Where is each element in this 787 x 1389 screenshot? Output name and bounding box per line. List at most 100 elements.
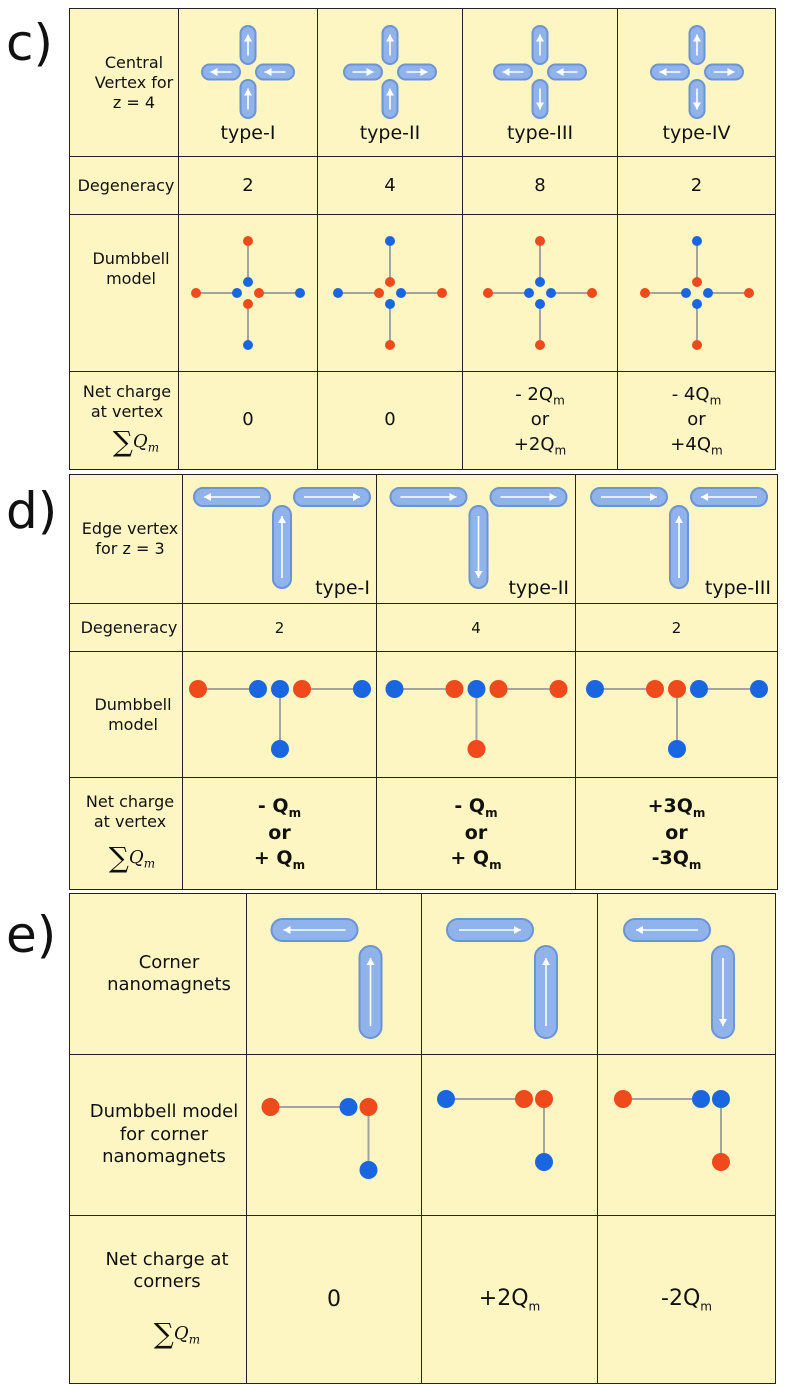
panel-c-table: Central Vertex for z = 4 type-I type-II …	[69, 8, 776, 470]
magnetization-arrowhead	[386, 88, 394, 95]
e-corner-header: Corner nanomagnets	[69, 893, 247, 1055]
d-type-iii-cell: type-III	[575, 474, 778, 604]
c-degeneracy-header: Degeneracy	[69, 156, 179, 215]
charge-line: -2Qm	[661, 1285, 712, 1314]
magnetization-arrowhead	[366, 67, 374, 76]
positive-charge-dot	[191, 288, 201, 298]
d-charge-header: Net charge at vertex ∑Qm	[69, 777, 183, 890]
charge-line: -3Qm	[651, 847, 702, 873]
d-type-i-dumbbell-diagram	[189, 679, 371, 758]
negative-charge-dot	[712, 1090, 730, 1108]
charge-line: or	[268, 821, 291, 844]
negative-charge-dot	[691, 299, 702, 309]
magnetization-arrowhead	[386, 34, 394, 41]
positive-charge-dot	[515, 1090, 533, 1108]
magnetization-arrowhead	[204, 493, 211, 501]
positive-charge-dot	[437, 288, 447, 298]
c-type-ii-cell: type-II	[317, 8, 463, 157]
magnetization-arrowhead	[650, 493, 657, 501]
negative-charge-dot	[692, 1090, 710, 1108]
negative-charge-dot	[396, 288, 406, 298]
positive-charge-dot	[243, 299, 253, 309]
e-net-charge-value: 0	[246, 1215, 422, 1384]
c-charge-header: Net charge at vertex ∑Qm	[69, 371, 179, 470]
d-type-ii-cell: type-II	[376, 474, 576, 604]
charge-line: +4Qm	[670, 433, 723, 458]
magnetization-arrowhead	[353, 493, 360, 501]
e-corner-right-up-icon	[446, 918, 558, 1039]
panel-letter-d: d)	[6, 482, 58, 540]
d-dumbbell-header: Dumbbell model	[69, 651, 183, 778]
c-dumbbell-header: Dumbbell model	[69, 214, 179, 372]
positive-charge-dot	[668, 679, 686, 698]
e-corner-left-up-icon	[270, 918, 383, 1039]
d-degeneracy-value: 2	[182, 603, 377, 652]
d-type-label: type-I	[315, 577, 370, 599]
magnetization-arrowhead	[420, 67, 428, 76]
positive-charge-dot	[385, 277, 395, 287]
negative-charge-dot	[353, 679, 371, 698]
charge-line: or	[687, 409, 706, 431]
c-type-label: type-II	[359, 121, 421, 144]
sum-qm-symbol: ∑Qm	[153, 1316, 201, 1350]
charge-line: - 2Qm	[515, 383, 565, 408]
positive-charge-dot	[549, 679, 568, 698]
c-type-label: type-IV	[662, 121, 731, 144]
c-type-i-vertex-icon	[201, 24, 295, 119]
negative-charge-dot	[243, 277, 253, 287]
sum-qm-symbol: ∑Qm	[112, 425, 160, 458]
charge-line: + Qm	[450, 847, 502, 873]
negative-charge-dot	[535, 277, 545, 287]
d-charge-header-text: Net charge at vertex	[85, 792, 175, 831]
c-net-charge-value: 0	[317, 371, 463, 470]
c-type-iii-dumbbell-diagram	[483, 236, 597, 350]
positive-charge-dot	[445, 679, 464, 698]
magnetization-arrowhead	[210, 67, 218, 76]
charge-line: or	[464, 821, 488, 844]
c-degeneracy-value: 8	[462, 156, 618, 215]
charge-line: or	[665, 821, 688, 844]
c-type-iv-cell: type-IV	[617, 8, 776, 157]
magnetization-arrowhead	[283, 926, 291, 934]
d-degeneracy-header: Degeneracy	[69, 603, 183, 652]
e-corner-left-down-icon	[623, 918, 735, 1039]
positive-charge-dot	[639, 288, 650, 298]
magnetization-arrowhead	[542, 958, 550, 965]
positive-charge-dot	[614, 1090, 632, 1108]
magnetization-arrowhead	[719, 1019, 727, 1026]
positive-charge-dot	[261, 1098, 280, 1116]
negative-charge-dot	[680, 288, 691, 298]
d-type-i-cell: type-I	[182, 474, 377, 604]
c-type-iii-vertex-icon	[493, 24, 587, 119]
d-degeneracy-value: 2	[575, 603, 778, 652]
charge-line: - Qm	[257, 794, 302, 820]
magnetization-arrowhead	[692, 34, 701, 41]
panel-e-table: Corner nanomagnets Dumbbell model for co…	[69, 893, 776, 1384]
c-vertex-header: Central Vertex for z = 4	[69, 8, 179, 157]
positive-charge-dot	[359, 1098, 378, 1116]
c-degeneracy-value: 2	[178, 156, 318, 215]
charge-line: 0	[384, 409, 396, 431]
positive-charge-dot	[385, 340, 395, 350]
charge-line: - 4Qm	[671, 383, 722, 408]
negative-charge-dot	[524, 288, 534, 298]
negative-charge-dot	[339, 1098, 358, 1116]
e-charge-header: Net charge at corners ∑Qm	[69, 1215, 247, 1384]
negative-charge-dot	[271, 679, 289, 698]
negative-charge-dot	[385, 679, 404, 698]
positive-charge-dot	[293, 679, 311, 698]
positive-charge-dot	[189, 679, 207, 698]
positive-charge-dot	[646, 679, 664, 698]
negative-charge-dot	[586, 679, 604, 698]
c-type-i-dumbbell-diagram	[191, 236, 305, 350]
magnetization-arrowhead	[244, 88, 252, 95]
charge-line: +3Qm	[647, 794, 706, 820]
charge-line: or	[530, 409, 550, 431]
positive-charge-dot	[483, 288, 493, 298]
magnetization-arrowhead	[449, 493, 457, 501]
negative-charge-dot	[243, 340, 253, 350]
c-charge-header-text: Net charge at vertex	[82, 382, 172, 421]
c-degeneracy-value: 4	[317, 156, 463, 215]
